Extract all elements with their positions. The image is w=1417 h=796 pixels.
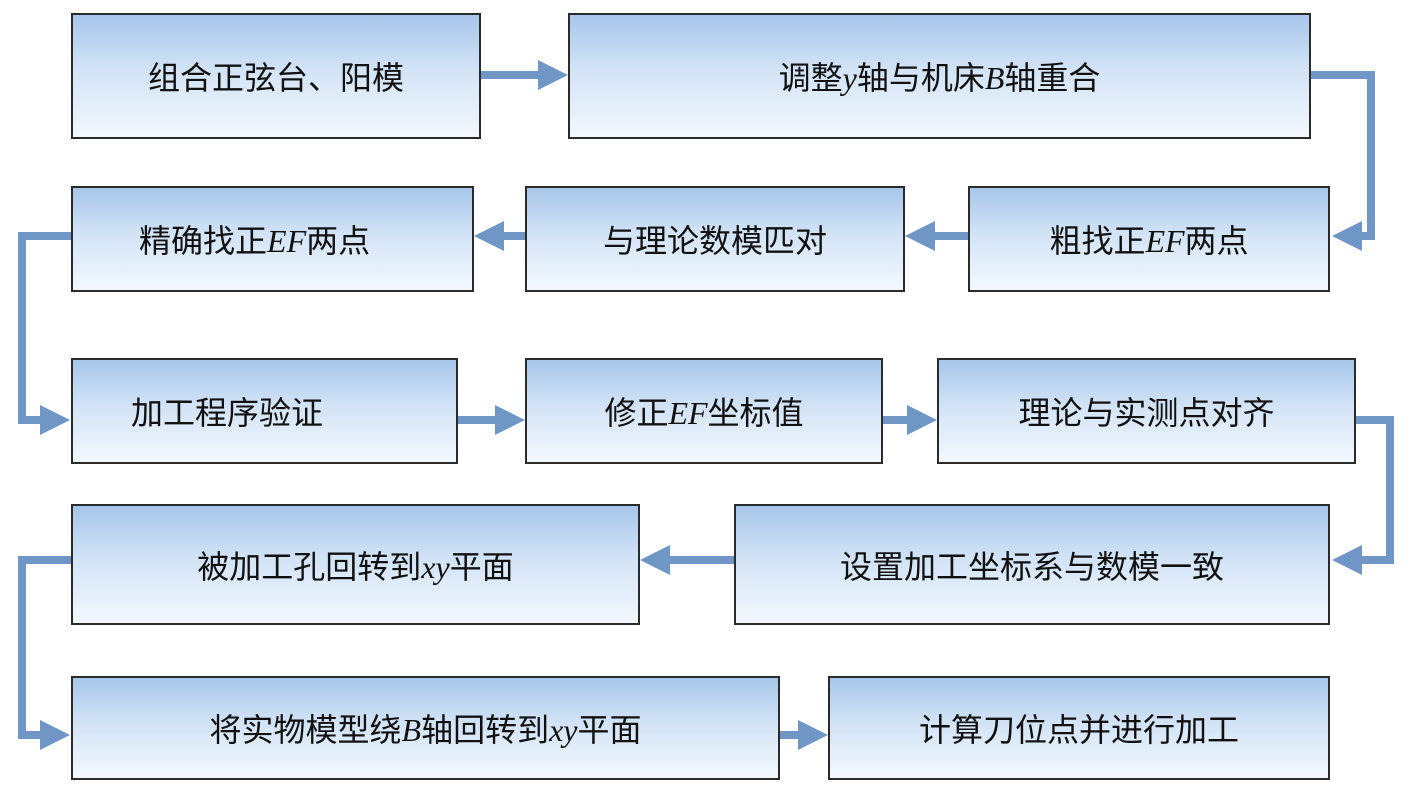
step-8-box: 理论与实测点对齐 [937,358,1356,464]
step-6-label: 加工程序验证 [131,394,324,432]
arrow-step2-to-step3 [1311,71,1375,251]
step-4-box: 与理论数模匹对 [525,186,905,292]
arrow-step7-to-step8 [883,405,937,435]
step-10-label: 被加工孔回转到xy平面 [197,547,514,586]
step-9-box: 设置加工坐标系与数模一致 [734,504,1330,625]
step-3-label: 粗找正EF两点 [1049,222,1249,260]
step-6-box: 加工程序验证 [71,358,458,464]
step-11-label: 将实物模型绕B轴回转到xy平面 [209,711,642,749]
step-1-box: 组合正弦台、阳模 [71,13,481,139]
step-9-label: 设置加工坐标系与数模一致 [839,547,1224,586]
arrow-step5-to-step6 [18,232,71,435]
step-2-label: 调整y轴与机床B轴重合 [778,59,1101,97]
step-12-label: 计算刀位点并进行加工 [918,711,1239,749]
step-4-label: 与理论数模匹对 [602,222,827,260]
arrow-step8-to-step9 [1332,416,1394,575]
step-7-box: 修正EF坐标值 [525,358,883,464]
arrow-step4-to-step5 [474,221,525,251]
step-3-box: 粗找正EF两点 [968,186,1330,292]
arrow-step9-to-step10 [640,545,734,575]
step-1-label: 组合正弦台、阳模 [147,59,404,97]
step-5-label: 精确找正EF两点 [139,222,371,260]
arrow-step6-to-step7 [458,405,525,435]
step-8-label: 理论与实测点对齐 [1018,394,1275,432]
step-10-box: 被加工孔回转到xy平面 [71,504,640,625]
arrow-step1-to-step2 [481,60,568,90]
arrow-step10-to-step11 [18,556,71,750]
arrow-step11-to-step12 [780,720,828,750]
step-2-box: 调整y轴与机床B轴重合 [568,13,1311,139]
step-7-label: 修正EF坐标值 [604,394,804,432]
arrow-step3-to-step4 [905,221,968,251]
step-5-box: 精确找正EF两点 [71,186,474,292]
step-11-box: 将实物模型绕B轴回转到xy平面 [71,676,780,780]
step-12-box: 计算刀位点并进行加工 [828,676,1330,780]
